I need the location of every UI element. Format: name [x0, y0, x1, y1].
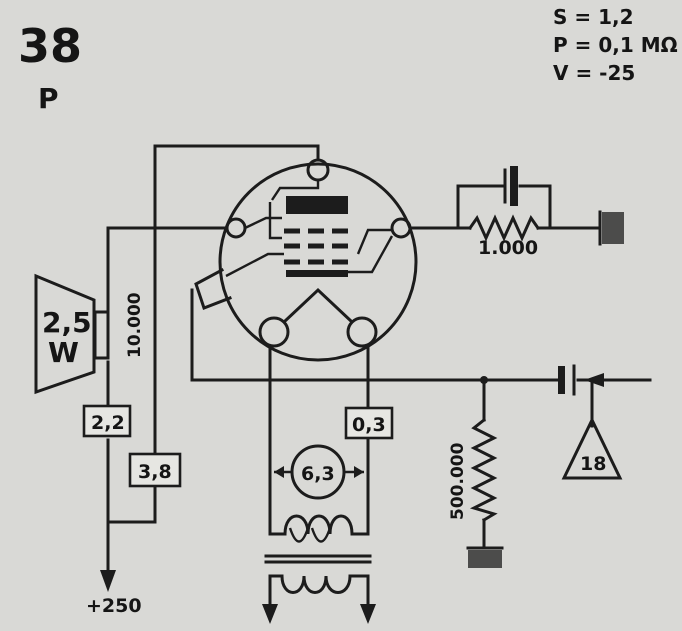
screen-resistor-box: [128, 452, 182, 488]
grid-resistor: [469, 417, 498, 523]
speaker-symbol: 2,5 W 10.000: [34, 273, 145, 395]
speaker-load: 10.000: [125, 292, 145, 358]
grid-resistor-label: 500.000: [448, 442, 468, 520]
speaker-power: 2,5: [42, 306, 92, 339]
wiring: [100, 144, 652, 624]
cathode-resistor-label: 1.000: [478, 237, 538, 259]
tube-envelope: [194, 158, 418, 362]
heater-voltage-circle: [290, 444, 346, 500]
tube-number: 38: [18, 19, 82, 73]
heater-pin-right: [346, 316, 378, 348]
screen-resistor-label: 3,8: [138, 461, 172, 483]
cathode-pin: [390, 217, 412, 239]
input-stage-marker: [561, 416, 623, 480]
cathode-capacitor: [503, 166, 518, 206]
ground-icon: [598, 210, 624, 246]
ground-icon: [466, 546, 504, 568]
cathode-electrode: [286, 270, 348, 277]
heater-current-box: [344, 406, 394, 440]
tube-letter: P: [38, 82, 59, 115]
param-s: S = 1,2: [553, 5, 634, 29]
speaker-unit: W: [48, 336, 79, 369]
param-p: P = 0,1 MΩ: [553, 33, 678, 57]
heater-pin-left: [258, 316, 290, 348]
coupling-capacitor: [558, 364, 594, 428]
primary-resistor-box: [82, 404, 132, 438]
input-stage-label: 18: [580, 453, 606, 475]
plate-electrode: [286, 196, 348, 214]
heater-current-label: 0,3: [352, 414, 386, 436]
screen-pin: [225, 217, 247, 239]
param-v: V = -25: [553, 61, 635, 85]
supply-voltage-label: +250: [86, 595, 142, 617]
heater-transformer: [264, 514, 372, 594]
cathode-resistor: [467, 214, 541, 242]
heater-voltage-label: 6,3: [301, 463, 335, 485]
primary-resistor-label: 2,2: [91, 412, 125, 434]
grid-cap: [194, 267, 232, 310]
